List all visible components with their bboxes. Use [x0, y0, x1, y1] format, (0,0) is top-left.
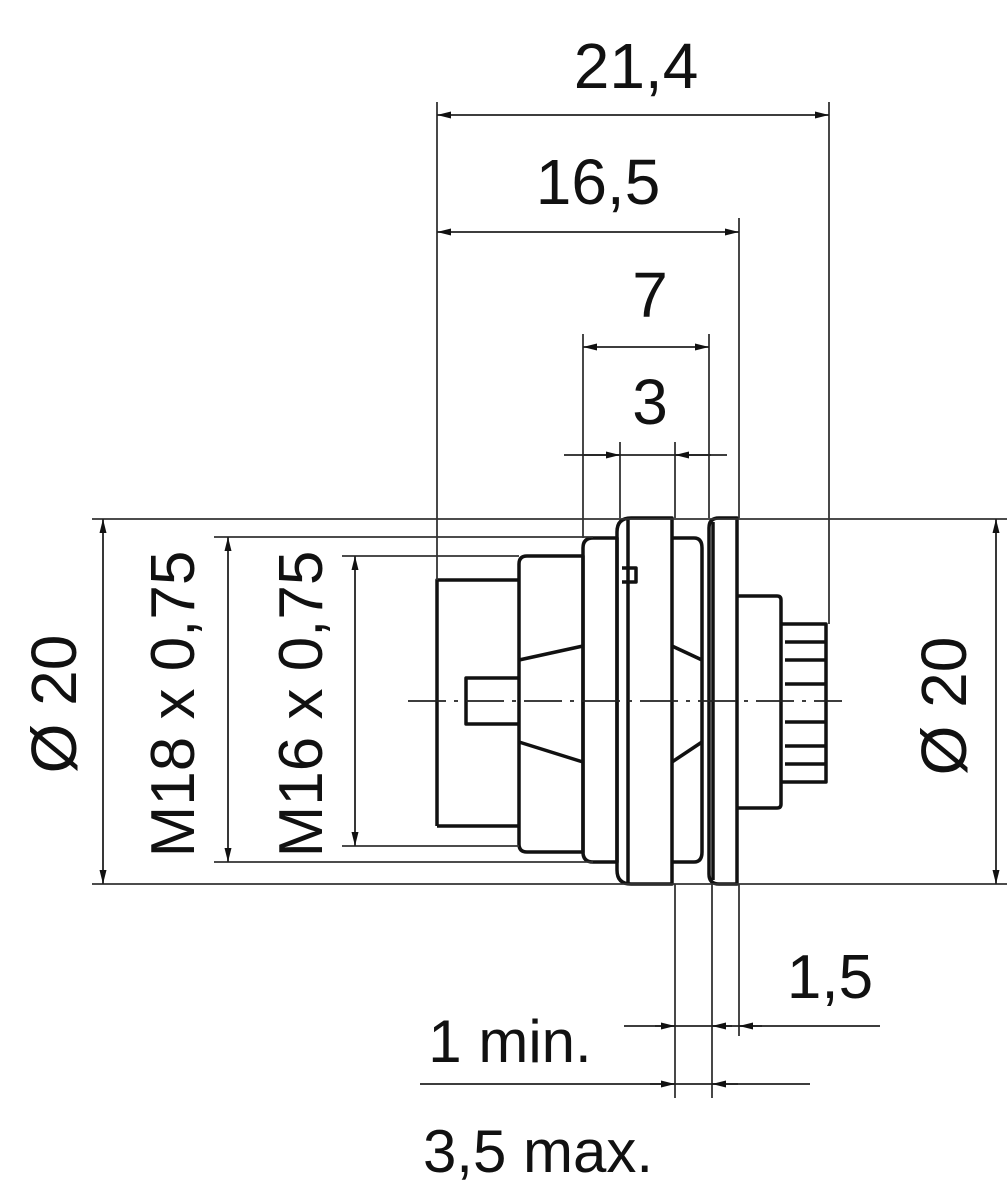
label-thread-m16: M16 x 0,75 [267, 551, 336, 858]
label-thread-section: 3 [632, 366, 668, 438]
label-right-diameter: Ø 20 [908, 637, 980, 776]
hex-nut-edge-top [518, 644, 584, 662]
collar-key [622, 566, 638, 584]
dimension-lines [99, 111, 1000, 1088]
label-panel-max: 3,5 max. [423, 1118, 653, 1185]
label-panel-min: 1 min. [428, 1008, 591, 1075]
label-flange-thickness: 1,5 [787, 943, 873, 1012]
label-body-length: 16,5 [536, 146, 661, 218]
dimension-labels: 21,4 16,5 7 3 Ø 20 M18 x 0,75 M16 x 0,75… [18, 30, 980, 1185]
front-thread-edge-top [671, 644, 703, 662]
hex-nut-edge-bottom [518, 740, 584, 764]
front-housing [737, 594, 783, 810]
contact-insert [781, 622, 828, 784]
hex-nut [517, 554, 585, 854]
front-thread [672, 536, 704, 864]
front-thread-edge-bottom [671, 740, 703, 764]
rear-body [435, 578, 519, 826]
label-front-length: 7 [632, 259, 668, 331]
label-overall-length: 21,4 [574, 30, 699, 102]
label-thread-m18: M18 x 0,75 [139, 551, 208, 858]
threaded-body [581, 536, 619, 864]
label-left-diameter: Ø 20 [18, 635, 90, 774]
